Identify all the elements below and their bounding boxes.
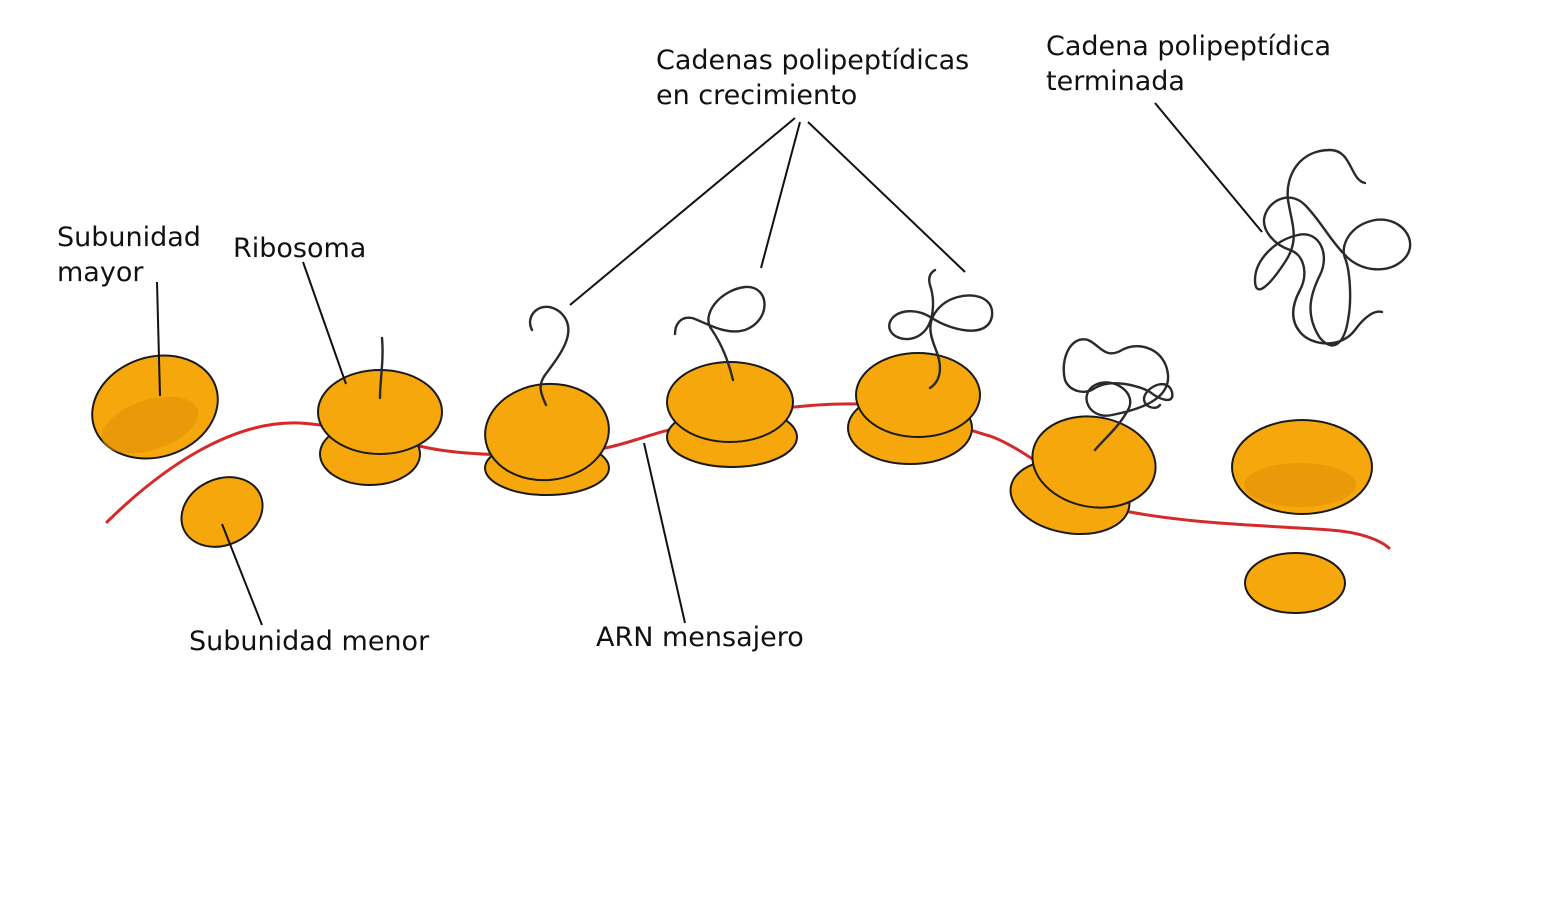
finished-chain	[1253, 148, 1412, 347]
chain-3	[673, 285, 766, 382]
ribosome-2	[484, 382, 610, 496]
label-subunidad-menor: Subunidad menor	[189, 626, 430, 657]
ribosome-4	[847, 352, 981, 465]
label-subunidad-mayor: Subunidad mayor	[57, 222, 201, 288]
chain-5	[1062, 338, 1174, 452]
leader-cadenas-2	[760, 121, 801, 269]
ribosome-5	[1009, 415, 1157, 535]
leader-cadena-terminada	[1154, 102, 1263, 233]
ribosome-1	[317, 369, 443, 486]
chain-2	[529, 305, 570, 407]
label-arn-mensajero: ARN mensajero	[596, 622, 804, 653]
free-large-subunit	[91, 354, 219, 460]
leader-subunidad-menor	[221, 523, 263, 626]
label-cadena-terminada: Cadena polipeptídica terminada	[1046, 31, 1332, 97]
label-cadenas-crecimiento: Cadenas polipeptídicas en crecimiento	[656, 45, 970, 111]
chain-4	[888, 268, 994, 390]
leader-cadenas-3	[807, 121, 966, 273]
leader-subunidad-mayor	[156, 281, 161, 397]
label-ribosoma: Ribosoma	[233, 233, 367, 264]
released-small-subunit	[1244, 552, 1346, 614]
released-large-subunit	[1231, 419, 1373, 515]
chain-1	[378, 336, 384, 400]
ribosome-3	[666, 361, 798, 468]
leader-ribosoma	[302, 261, 347, 385]
free-small-subunit	[180, 476, 264, 548]
leader-arn-mensajero	[643, 442, 686, 624]
leader-cadenas-1	[569, 117, 796, 306]
